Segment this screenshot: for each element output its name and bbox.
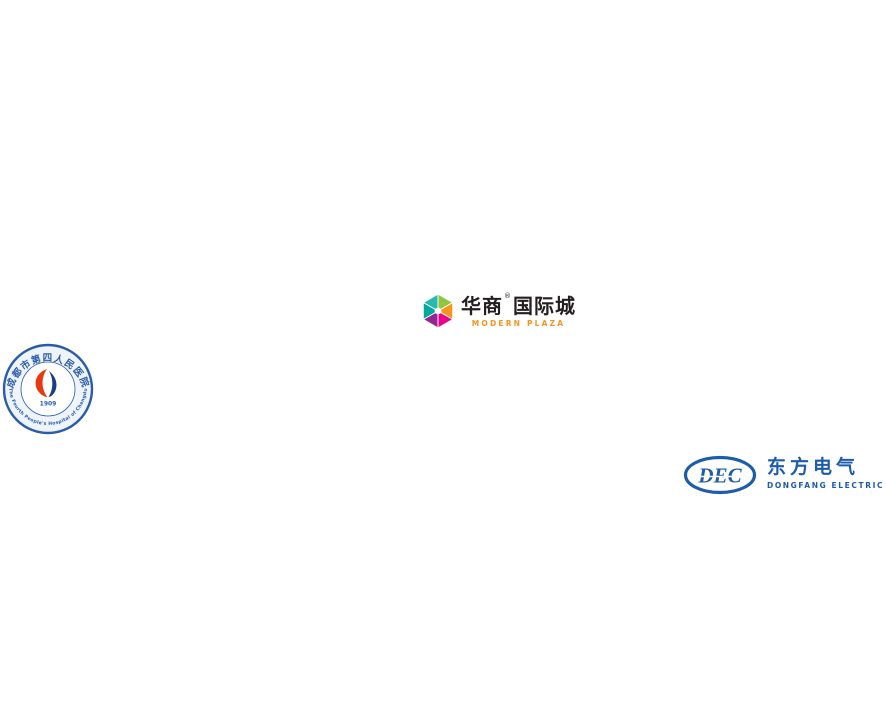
modern-plaza-logo: 华商®国际城 MODERN PLAZA (420, 293, 576, 329)
dec-english-name: DONGFANG ELECTRIC (767, 480, 885, 490)
pinwheel-hexagon-icon (422, 293, 454, 329)
dec-ellipse-outline (683, 455, 757, 495)
modern-plaza-cn-part2: 国际城 (513, 294, 576, 318)
dec-abbr-text: DEC (697, 464, 742, 488)
dec-logo: DEC 东方电气 DONGFANG ELECTRIC (683, 455, 884, 495)
hospital-mark-navy (48, 371, 57, 397)
dec-text-block: 东方电气 DONGFANG ELECTRIC (767, 455, 884, 490)
pinwheel-center-highlight (434, 307, 442, 315)
dec-chinese-name: 东方电气 (767, 456, 860, 478)
hospital-mark-red (35, 369, 48, 397)
pinwheel-petal (422, 301, 439, 321)
registered-trademark-symbol: ® (504, 292, 512, 301)
hospital-year-text: 1909 (40, 401, 57, 408)
modern-plaza-text-block: 华商®国际城 MODERN PLAZA (461, 293, 576, 328)
dec-oval-icon: DEC (683, 455, 757, 495)
hospital-emblem-svg: 成都市第四人民医院 The Fourth People's Hospital o… (2, 343, 94, 435)
hospital-inner-circle (20, 361, 76, 417)
modern-plaza-chinese-name: 华商®国际城 (461, 293, 576, 318)
hospital-logo: 成都市第四人民医院 The Fourth People's Hospital o… (2, 343, 94, 435)
modern-plaza-english-name: MODERN PLAZA (471, 319, 566, 328)
modern-plaza-cn-part1: 华商 (461, 294, 503, 318)
